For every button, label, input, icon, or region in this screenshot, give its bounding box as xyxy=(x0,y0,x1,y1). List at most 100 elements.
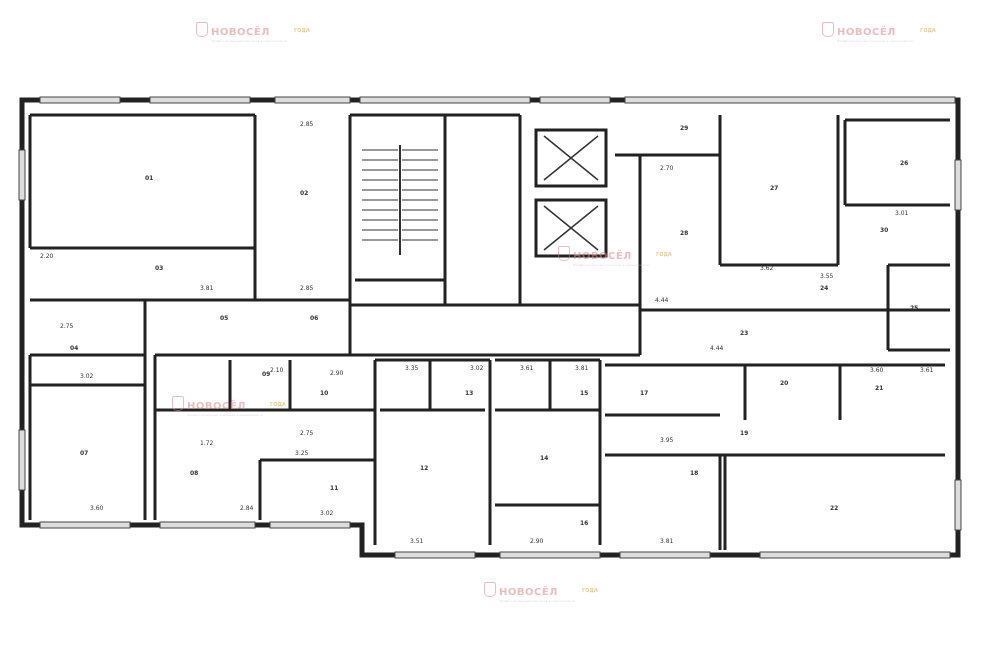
novosel-logo-icon xyxy=(196,22,208,37)
window xyxy=(39,521,131,529)
dimension-label: 2.75 xyxy=(300,430,314,437)
window xyxy=(499,551,601,559)
dimension-label: 2.70 xyxy=(660,165,674,172)
novosel-logo-icon xyxy=(558,246,570,261)
room-number-label: 01 xyxy=(145,175,153,182)
watermark-badge: ГОДА xyxy=(582,588,598,594)
room-number-label: 25 xyxy=(910,305,918,312)
window xyxy=(619,551,711,559)
room-number-label: 28 xyxy=(680,230,688,237)
dimension-label: 3.60 xyxy=(90,505,104,512)
room-number-label: 23 xyxy=(740,330,748,337)
novosel-logo-icon xyxy=(484,582,496,597)
room-number-label: 19 xyxy=(740,430,748,437)
dimension-label: 2.84 xyxy=(240,505,254,512)
elevator-cross-icon xyxy=(543,205,599,251)
elevator-shaft xyxy=(534,198,608,258)
dimension-label: 2.20 xyxy=(40,253,54,260)
room-number-label: 08 xyxy=(190,470,198,477)
dimension-label: 3.02 xyxy=(470,365,484,372)
room-number-label: 22 xyxy=(830,505,838,512)
window xyxy=(274,96,351,104)
dimension-label: 4.44 xyxy=(710,345,724,352)
room-number-label: 26 xyxy=(900,160,908,167)
room-number-label: 16 xyxy=(580,520,588,527)
watermark-badge: ГОДА xyxy=(270,402,286,408)
room-number-label: 14 xyxy=(540,455,548,462)
room-number-label: 04 xyxy=(70,345,78,352)
watermark-brand: НОВОСЁЛ xyxy=(187,401,246,412)
dimension-label: 2.85 xyxy=(300,121,314,128)
watermark-tagline: Профессиональный помощник в недвижимости xyxy=(837,39,914,43)
elevator-cross-icon xyxy=(543,135,599,181)
watermark-brand: НОВОСЁЛ xyxy=(499,587,558,598)
window xyxy=(539,96,611,104)
window xyxy=(18,429,26,491)
window xyxy=(149,96,251,104)
watermark-brand: НОВОСЁЛ xyxy=(573,251,632,262)
room-number-label: 15 xyxy=(580,390,588,397)
room-number-label: 11 xyxy=(330,485,338,492)
room-number-label: 29 xyxy=(680,125,688,132)
window xyxy=(954,159,962,211)
window xyxy=(954,479,962,531)
dimension-label: 3.61 xyxy=(520,365,534,372)
novosel-logo-icon xyxy=(172,396,184,411)
room-number-label: 10 xyxy=(320,390,328,397)
dimension-label: 3.02 xyxy=(80,373,94,380)
room-number-label: 30 xyxy=(880,227,888,234)
dimension-label: 2.85 xyxy=(300,285,314,292)
dimension-label: 3.60 xyxy=(870,367,884,374)
room-number-label: 24 xyxy=(820,285,828,292)
watermark-tagline: Профессиональный помощник в недвижимости xyxy=(211,39,288,43)
room-number-label: 18 xyxy=(690,470,698,477)
room-number-label: 05 xyxy=(220,315,228,322)
watermark-brand: НОВОСЁЛ xyxy=(211,27,270,38)
dimension-label: 2.90 xyxy=(530,538,544,545)
dimension-label: 3.81 xyxy=(200,285,214,292)
window xyxy=(39,96,121,104)
window xyxy=(18,149,26,201)
watermark-tagline: Профессиональный помощник в недвижимости xyxy=(573,263,650,267)
dimension-label: 3.25 xyxy=(295,450,309,457)
window xyxy=(269,521,351,529)
dimension-label: 1.72 xyxy=(200,440,214,447)
room-number-label: 17 xyxy=(640,390,648,397)
room-number-label: 21 xyxy=(875,385,883,392)
novosel-logo-icon xyxy=(822,22,834,37)
dimension-label: 3.55 xyxy=(820,273,834,280)
watermark-brand: НОВОСЁЛ xyxy=(837,27,896,38)
dimension-label: 3.51 xyxy=(410,538,424,545)
room-number-label: 09 xyxy=(262,371,270,378)
dimension-label: 3.35 xyxy=(405,365,419,372)
window xyxy=(159,521,256,529)
room-number-label: 07 xyxy=(80,450,88,457)
dimension-label: 3.81 xyxy=(575,365,589,372)
dimension-label: 3.81 xyxy=(660,538,674,545)
dimension-label: 3.01 xyxy=(895,210,909,217)
window xyxy=(394,551,476,559)
dimension-label: 2.75 xyxy=(60,323,74,330)
watermark-tagline: Профессиональный помощник в недвижимости xyxy=(499,599,576,603)
dimension-label: 3.95 xyxy=(660,437,674,444)
watermark-tagline: Профессиональный помощник в недвижимости xyxy=(187,413,264,417)
dimension-label: 3.61 xyxy=(920,367,934,374)
room-number-label: 12 xyxy=(420,465,428,472)
dimension-label: 3.02 xyxy=(320,510,334,517)
room-number-label: 13 xyxy=(465,390,473,397)
dimension-label: 2.10 xyxy=(270,367,284,374)
room-number-label: 02 xyxy=(300,190,308,197)
window xyxy=(359,96,531,104)
watermark-badge: ГОДА xyxy=(656,252,672,258)
room-number-label: 27 xyxy=(770,185,778,192)
elevator-shaft xyxy=(534,128,608,188)
outer-wall xyxy=(19,97,961,558)
dimension-label: 3.62 xyxy=(760,265,774,272)
window xyxy=(624,96,956,104)
